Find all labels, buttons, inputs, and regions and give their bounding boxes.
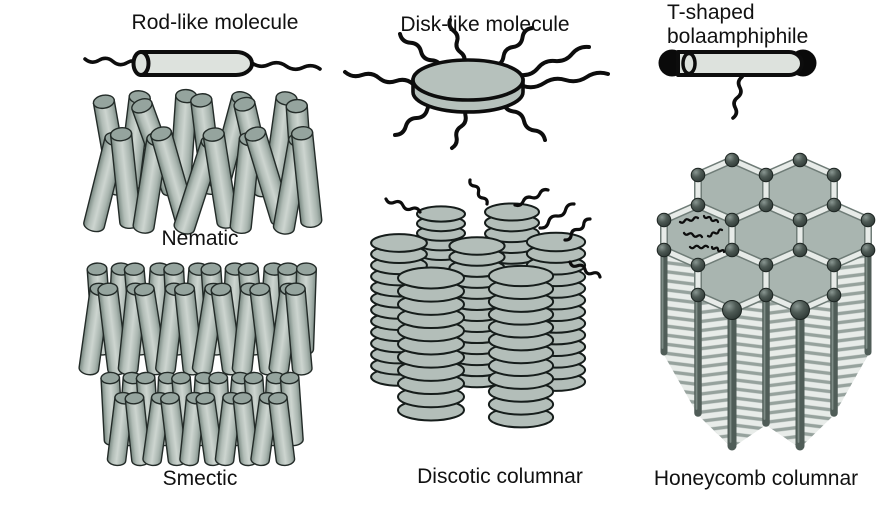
honeycomb-cell (732, 205, 800, 265)
rod-molecule-figure (83, 50, 322, 77)
polar-knob-icon (792, 152, 808, 168)
disk-stack (487, 264, 555, 429)
alkyl-chain-icon (83, 56, 322, 72)
alkyl-chain-icon (384, 178, 602, 279)
disk-coin (484, 202, 540, 222)
wavy-chain-icon (710, 245, 726, 254)
rod-molecule-title: Rod-like molecule (132, 11, 299, 34)
polar-knob-icon (826, 287, 842, 303)
wavy-chain-icon (568, 260, 602, 279)
disk-stack (396, 266, 466, 422)
polar-knob-icon (724, 212, 740, 228)
honeycomb-cell (698, 160, 766, 220)
disk-coin (370, 233, 428, 253)
polar-knob-icon (792, 242, 808, 258)
honeycomb-wall-panel (766, 295, 800, 448)
polar-knob-icon (792, 212, 808, 228)
polar-knob-icon (826, 167, 842, 183)
polar-knob-icon (860, 242, 876, 258)
polar-knob-icon (722, 300, 742, 320)
disk-stacks (370, 202, 587, 429)
polar-knob-icon (758, 287, 774, 303)
honeycomb-wall-panel (834, 250, 868, 415)
honeycomb-knobs (656, 152, 876, 320)
wavy-chain-icon (688, 244, 710, 250)
bola-title-line1: T-shaped (667, 1, 755, 24)
polar-knob-icon (724, 152, 740, 168)
alkyl-chain-icon (343, 18, 610, 150)
polar-knob-icon (690, 287, 706, 303)
wavy-chain-icon (519, 44, 591, 78)
honeycomb-corner-poles (660, 248, 872, 451)
phase-label-nematic: Nematic (161, 227, 238, 250)
rod-body (139, 50, 254, 77)
polar-knob-icon (690, 167, 706, 183)
polar-knob-icon (790, 300, 810, 320)
polar-knob-icon (758, 167, 774, 183)
polar-knob-icon (758, 257, 774, 273)
polar-knob-icon (826, 257, 842, 273)
wavy-chain-icon (563, 217, 592, 242)
wavy-chain-icon (384, 197, 422, 214)
wavy-chain-icon (682, 231, 704, 239)
phase-label-discotic: Discotic columnar (417, 465, 583, 488)
honeycomb-cell (766, 160, 834, 220)
smectic-figure (77, 261, 318, 468)
wavy-chain-icon (447, 18, 467, 65)
honeycomb-cell (766, 250, 834, 310)
wavy-chain-icon (343, 70, 415, 86)
disk-top (411, 58, 525, 102)
bola-molecule-figure (658, 49, 817, 120)
polar-knob-icon (690, 257, 706, 273)
lateral-chain-icon (731, 75, 744, 120)
disk-molecule-title: Disk-like molecule (400, 13, 569, 36)
polar-knob-icon (656, 212, 672, 228)
nematic-figure (81, 88, 324, 238)
polar-knob-icon (758, 197, 774, 213)
wavy-chain-icon (501, 100, 547, 142)
honeycomb-cell (800, 205, 868, 265)
wavy-chain-icon (702, 214, 720, 224)
wavy-chain-icon (468, 178, 489, 206)
wavy-chain-icon (398, 32, 444, 71)
phase-label-smectic: Smectic (163, 467, 238, 490)
disk-coin (396, 266, 466, 290)
disk-coin (487, 264, 555, 288)
honeycomb-columnar-figure (656, 152, 876, 451)
wavy-chain-icon (250, 60, 322, 72)
polar-knob-icon (826, 197, 842, 213)
polar-knob-icon (656, 242, 672, 258)
disk-molecule-figure (343, 18, 610, 150)
bola-title-line2: bolaamphiphile (667, 25, 808, 48)
polar-knob-icon (860, 212, 876, 228)
bola-rod-body (676, 50, 804, 77)
rod-end-cap (131, 50, 151, 77)
wavy-chain-icon (492, 26, 534, 68)
honeycomb-cell (698, 250, 766, 310)
honeycomb-cells (660, 156, 872, 314)
wavy-chain-icon (678, 216, 700, 224)
phase-label-honeycomb: Honeycomb columnar (654, 467, 858, 490)
bola-rod-end-cap (681, 51, 697, 76)
honeycomb-wall-panel (698, 295, 732, 448)
wavy-chain-icon (513, 187, 550, 208)
polar-knob-icon (690, 197, 706, 213)
disk-coin (448, 236, 506, 256)
discotic-columnar-figure (370, 178, 602, 429)
wavy-chain-icon (538, 202, 576, 230)
chains-in-cell-icon (678, 214, 726, 254)
wavy-chain-icon (731, 75, 744, 120)
disk-coin (525, 231, 587, 253)
disk-coin (416, 205, 466, 223)
polar-knob-icon (724, 242, 740, 258)
wavy-chain-icon (83, 56, 143, 67)
wavy-chain-icon (706, 228, 724, 238)
wavy-chain-icon (521, 70, 610, 90)
